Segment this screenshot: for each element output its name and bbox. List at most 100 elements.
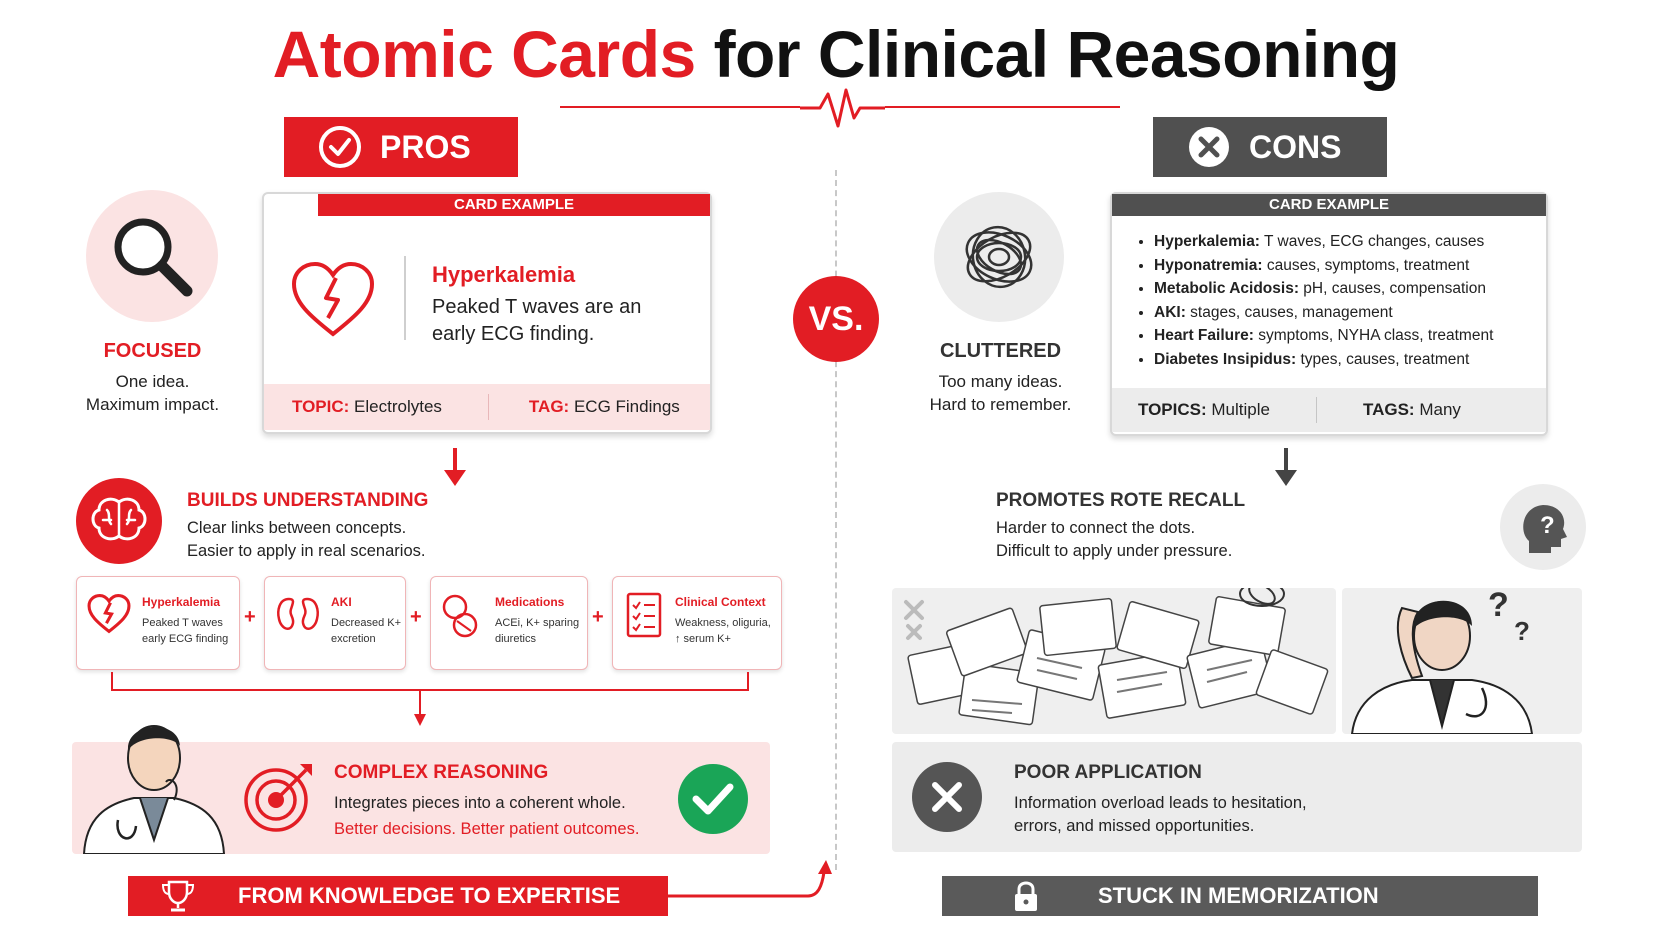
cluttered-text: Too many ideas. Hard to remember.: [908, 370, 1093, 416]
pros-tab-label: PROS: [380, 128, 471, 165]
tangle-icon: [965, 225, 1033, 289]
cons-card-item: Diabetes Insipidus: types, causes, treat…: [1154, 348, 1542, 372]
pros-topic-label: TOPIC:: [292, 397, 350, 416]
plus-sign: +: [244, 606, 256, 628]
cluttered-label: CLUTTERED: [939, 340, 1062, 362]
cons-banner-label: STUCK IN MEMORIZATION: [1098, 883, 1379, 908]
center-divider: [835, 170, 837, 870]
pros-banner: FROM KNOWLEDGE TO EXPERTISE: [128, 876, 668, 916]
pros-topic-value: Electrolytes: [354, 397, 442, 416]
mini-card-line1: Weakness, oliguria,: [675, 617, 771, 629]
vs-badge: VS.: [793, 276, 879, 362]
heartbeat-icon: [800, 88, 885, 128]
cons-item-desc: pH, causes, compensation: [1303, 280, 1486, 297]
pros-card-text1: Peaked T waves are an: [432, 296, 642, 318]
builds-text: Clear links between concepts. Easier to …: [187, 517, 425, 563]
head-question-icon: ?: [1523, 505, 1567, 553]
pros-card-text: Peaked T waves are an early ECG finding.: [432, 294, 641, 348]
magnifier-icon: [114, 218, 193, 297]
cons-card-header: CARD EXAMPLE: [1112, 194, 1546, 216]
progress-arrow-icon: [668, 860, 832, 898]
pros-card-footer: TOPIC: Electrolytes TAG: ECG Findings: [264, 384, 710, 430]
cons-card-list: Hyperkalemia: T waves, ECG changes, caus…: [1132, 230, 1542, 371]
cons-down-arrow-icon: [1275, 448, 1297, 486]
title-part1: Atomic Cards: [272, 17, 697, 91]
fail-x-circle: [912, 762, 982, 832]
pros-tag-value: ECG Findings: [573, 397, 680, 416]
pros-card-text2: early ECG finding.: [432, 323, 595, 345]
cons-item-desc: types, causes, treatment: [1300, 350, 1470, 368]
mini-card-title: Clinical Context: [675, 595, 766, 609]
cons-item-desc: stages, causes, management: [1190, 303, 1393, 321]
svg-text:?: ?: [1488, 588, 1509, 624]
svg-text:?: ?: [1514, 616, 1530, 646]
cluttered-icon-circle: [934, 192, 1064, 322]
vs-text: VS.: [808, 299, 864, 338]
check-circle-icon: [319, 126, 361, 168]
cons-item-term: Metabolic Acidosis:: [1154, 280, 1299, 297]
trophy-icon: [161, 880, 195, 912]
rote-line2: Difficult to apply under pressure.: [996, 542, 1233, 560]
title-rule-right: [885, 106, 1120, 108]
page-title: Atomic Cards for Clinical Reasoning: [0, 14, 1672, 94]
mini-card-line2: diuretics: [495, 633, 536, 645]
cons-card-item: Hyperkalemia: T waves, ECG changes, caus…: [1154, 230, 1542, 254]
mini-card-text: Decreased K+ excretion: [331, 615, 401, 647]
pros-tag: TAG: ECG Findings: [529, 397, 680, 417]
cons-tags-value: Many: [1419, 400, 1461, 419]
question-mark: ?: [1540, 512, 1555, 539]
cons-item-term: AKI:: [1154, 303, 1186, 321]
brain-icon: [91, 497, 147, 541]
focused-text: One idea. Maximum impact.: [60, 370, 245, 416]
mini-card-line1: Decreased K+: [331, 617, 402, 629]
success-check-circle: [678, 764, 748, 834]
mini-card-title: Medications: [495, 595, 565, 609]
mini-card-line2: excretion: [331, 633, 376, 645]
cons-item-term: Diabetes Insipidus:: [1154, 350, 1297, 368]
cons-card-item: Metabolic Acidosis: pH, causes, compensa…: [1154, 277, 1542, 301]
title-rule-left: [560, 106, 800, 108]
cons-card-item: Heart Failure: symptoms, NYHA class, tre…: [1154, 324, 1542, 348]
doctor-thinking-icon: [82, 725, 226, 854]
mini-card-line2: early ECG finding: [142, 633, 229, 645]
mini-card-text: Weakness, oliguria, ↑ serum K+: [675, 615, 771, 647]
target-icon: [244, 764, 312, 832]
cons-tab-label: CONS: [1249, 128, 1342, 165]
cons-item-term: Heart Failure:: [1154, 327, 1254, 344]
pros-topic: TOPIC: Electrolytes: [292, 397, 442, 417]
cons-item-desc: symptoms, NYHA class, treatment: [1258, 327, 1494, 344]
cons-card-footer: TOPICS: Multiple TAGS: Many: [1112, 388, 1546, 432]
cons-topics-label: TOPICS:: [1138, 400, 1207, 419]
pros-card-example: CARD EXAMPLE Hyperkalemia Peaked T waves…: [262, 192, 712, 434]
pros-card-separator: [404, 256, 406, 340]
mini-card-clinical-context: Clinical Context Weakness, oliguria, ↑ se…: [612, 576, 782, 670]
broken-heart-icon: [87, 594, 131, 634]
poor-application-panel: [892, 742, 1582, 852]
focused-icon-circle: [86, 190, 218, 322]
poor-line1: Information overload leads to hesitation…: [1014, 794, 1307, 812]
pros-tab: PROS: [284, 117, 518, 177]
cons-footer-divider: [1315, 397, 1317, 423]
poor-heading: POOR APPLICATION: [1014, 762, 1202, 783]
mini-card-line1: Peaked T waves: [142, 617, 223, 629]
cons-item-term: Hyponatremia:: [1154, 256, 1263, 274]
cons-item-desc: causes, symptoms, treatment: [1266, 256, 1470, 274]
lock-icon: [1015, 881, 1037, 911]
cons-item-desc: T waves, ECG changes, causes: [1264, 233, 1485, 250]
x-circle-icon: [1189, 127, 1229, 167]
builds-line2: Easier to apply in real scenarios.: [187, 542, 426, 560]
pros-tag-label: TAG:: [528, 397, 570, 416]
pros-banner-label: FROM KNOWLEDGE TO EXPERTISE: [238, 883, 621, 908]
focused-line2: Maximum impact.: [85, 395, 220, 414]
pills-icon: [442, 594, 478, 638]
card-pile-illustration: [892, 581, 1336, 734]
rote-text: Harder to connect the dots. Difficult to…: [996, 517, 1232, 563]
cons-card-example: CARD EXAMPLE Hyperkalemia: T waves, ECG …: [1110, 192, 1548, 436]
cons-card-item: AKI: stages, causes, management: [1154, 301, 1542, 325]
card-pile-icon: [904, 581, 1329, 726]
mini-card-text: Peaked T waves early ECG finding: [142, 615, 228, 647]
mini-card-line2: ↑ serum K+: [675, 633, 731, 645]
